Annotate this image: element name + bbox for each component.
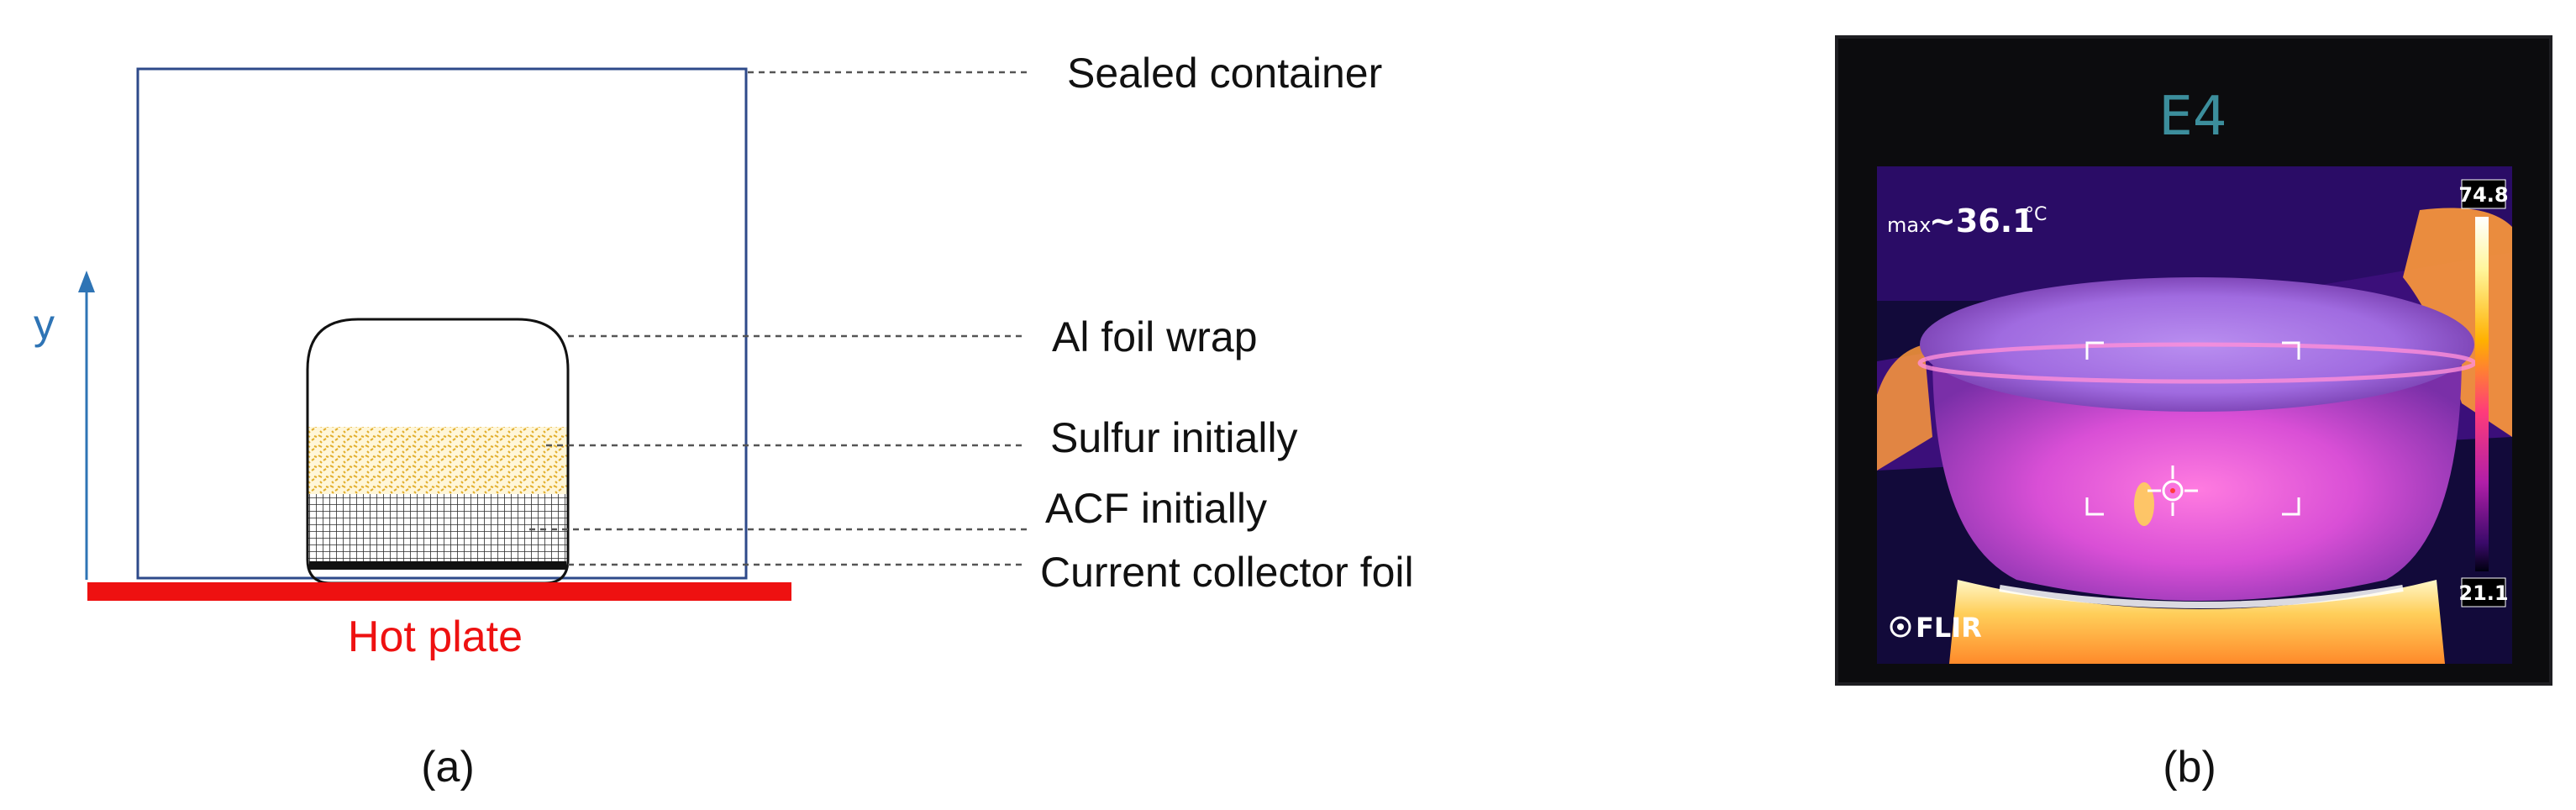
panel-b-caption: (b) — [2163, 743, 2216, 792]
sealed-container — [136, 67, 748, 580]
max-temperature-readout: max ~36.1 °C — [1887, 202, 2047, 239]
hot-base-glow — [1949, 580, 2445, 664]
focus-brackets — [2085, 341, 2300, 516]
label-al-foil-wrap: Al foil wrap — [1052, 313, 1258, 360]
panel-a-schematic: y Hot plate Sealed container Al foil wra… — [34, 50, 1414, 792]
scale-max-label: 74.8 — [2458, 183, 2508, 207]
camera-model-label: E4 — [2158, 86, 2226, 148]
hot-plate-label: Hot plate — [348, 613, 523, 661]
hot-plate — [87, 582, 791, 601]
scale-min-label: 21.1 — [2458, 581, 2508, 605]
panel-a-caption: (a) — [421, 743, 475, 792]
sulfur-layer — [308, 427, 568, 494]
y-axis: y — [34, 271, 95, 580]
label-sealed-container: Sealed container — [1067, 50, 1382, 97]
label-sulfur-initially: Sulfur initially — [1050, 414, 1298, 461]
max-unit: °C — [2025, 204, 2047, 225]
max-prefix: max — [1887, 213, 1931, 237]
temperature-scale: 74.8 21.1 — [2458, 179, 2509, 608]
label-current-collector-foil: Current collector foil — [1040, 549, 1414, 596]
panel-b-thermal-photo: E4 — [1835, 35, 2552, 792]
thermal-screen — [1877, 166, 2512, 664]
max-value: ~36.1 — [1929, 202, 2035, 239]
pot-body — [1932, 353, 2462, 601]
flir-logo: FLIR — [1890, 612, 1982, 644]
brand-label: FLIR — [1916, 612, 1982, 644]
y-axis-label: y — [34, 301, 55, 348]
label-acf-initially: ACF initially — [1045, 485, 1267, 532]
al-foil-wrap — [306, 318, 570, 585]
scale-gradient-bar — [2475, 217, 2489, 571]
acf-layer — [308, 494, 568, 563]
current-collector-foil — [309, 561, 566, 570]
axis-arrow-icon — [78, 271, 95, 292]
crosshair-icon — [2148, 465, 2198, 516]
